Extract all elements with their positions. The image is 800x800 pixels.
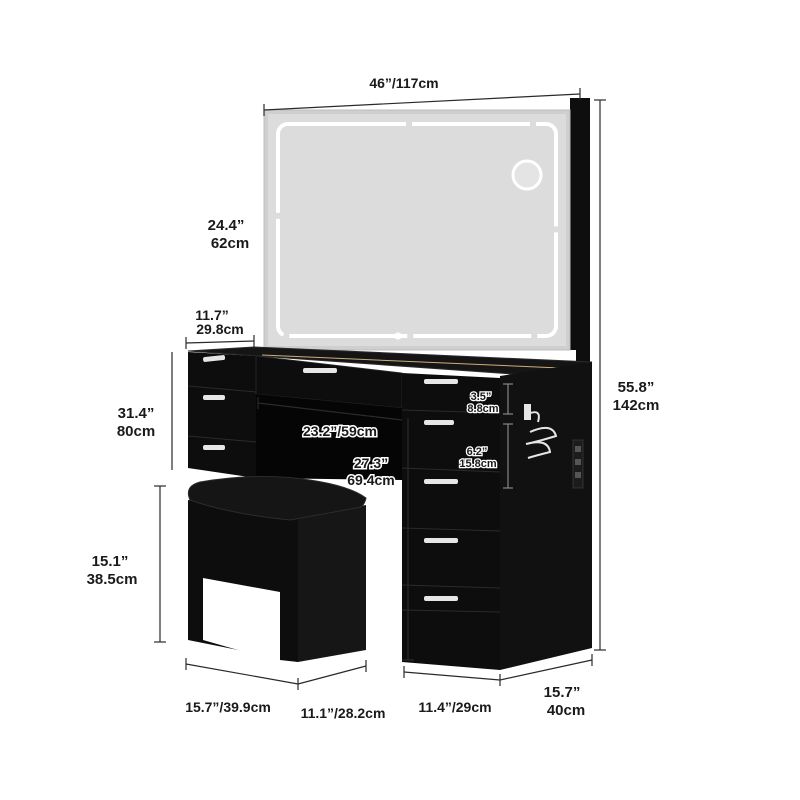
hair-dryer-holder bbox=[524, 404, 558, 459]
label-total-height-in: 55.8” bbox=[618, 379, 655, 396]
left-pedestal bbox=[188, 352, 256, 478]
label-total-height-cm: 142cm bbox=[613, 397, 660, 414]
label-desk-height-in: 31.4” bbox=[118, 405, 155, 422]
drawer-handle bbox=[203, 395, 225, 400]
drawer-handle bbox=[303, 368, 337, 373]
label-large-drawer-cm: 15.8cm bbox=[459, 458, 497, 470]
drawer-handle bbox=[424, 538, 458, 543]
right-cabinet bbox=[402, 373, 500, 670]
drawer-handles bbox=[203, 355, 458, 601]
power-outlet-strip bbox=[572, 439, 584, 489]
magnifier-mirror bbox=[511, 159, 543, 191]
holder-hook bbox=[527, 411, 540, 423]
dimension-labels: 46”/117cm 24.4” 62cm 11.7” 29.8cm 31.4” … bbox=[87, 75, 660, 721]
dim-line-stool-depth bbox=[297, 665, 367, 685]
label-kneehole-width: 23.2”/59cm bbox=[303, 423, 377, 439]
dim-line-cabinet-width bbox=[403, 671, 501, 681]
stool-right-panel bbox=[298, 505, 366, 662]
mirror bbox=[263, 98, 590, 370]
mirror-led-strip bbox=[276, 122, 558, 338]
label-kneehole-height-cm: 69.4cm bbox=[347, 472, 394, 488]
outlet-socket bbox=[575, 472, 581, 478]
label-large-drawer-in: 6.2” bbox=[467, 446, 488, 458]
desktop-light-reflection bbox=[261, 354, 561, 369]
drawer-handle bbox=[424, 379, 458, 384]
drawer-handle bbox=[424, 479, 458, 484]
stool-leg-gap bbox=[203, 578, 280, 662]
right-drawer-divider bbox=[401, 467, 501, 473]
outlet-socket bbox=[575, 446, 581, 452]
left-drawer-divider bbox=[187, 385, 257, 393]
dimension-lines bbox=[154, 88, 606, 690]
stool-cushion bbox=[187, 475, 367, 521]
right-drawer-divider bbox=[401, 409, 501, 414]
vanity-desk bbox=[187, 346, 593, 670]
label-mirror-height-in: 24.4” bbox=[208, 217, 245, 234]
label-stool-height-in: 15.1” bbox=[92, 553, 129, 570]
dim-line-stool-width bbox=[185, 663, 299, 685]
label-desk-height-cm: 80cm bbox=[117, 423, 155, 440]
right-drawer-divider bbox=[401, 527, 501, 532]
left-drawer-divider bbox=[187, 435, 257, 443]
stool-leg-left bbox=[188, 560, 203, 640]
desk-side-panel bbox=[500, 362, 592, 670]
stool-leg-right bbox=[280, 580, 298, 662]
dim-line-desk-depth bbox=[499, 659, 593, 681]
label-top-depth-cm: 29.8cm bbox=[196, 321, 243, 337]
right-drawer-divider bbox=[401, 609, 501, 613]
right-drawer-divider bbox=[401, 584, 501, 589]
touch-switch-icon bbox=[394, 332, 402, 340]
label-stool-width: 15.7”/39.9cm bbox=[185, 699, 271, 715]
label-top-depth-in: 11.7” bbox=[195, 307, 228, 323]
outlet-socket bbox=[575, 459, 581, 465]
dim-line-mirror-width bbox=[263, 93, 581, 111]
drawer-handle bbox=[424, 596, 458, 601]
holder-plate bbox=[524, 404, 531, 420]
drawer-handle bbox=[203, 445, 225, 450]
label-kneehole-height-in: 27.3” bbox=[354, 455, 388, 471]
label-mirror-height-cm: 62cm bbox=[211, 235, 249, 252]
label-stool-depth: 11.1”/28.2cm bbox=[301, 705, 386, 721]
stool bbox=[187, 475, 367, 662]
label-desk-depth-in: 15.7” bbox=[544, 684, 581, 701]
label-small-drawer-cm: 8.8cm bbox=[467, 403, 498, 415]
label-mirror-width: 46”/117cm bbox=[369, 75, 438, 91]
label-cabinet-width: 11.4”/29cm bbox=[418, 699, 491, 715]
label-small-drawer-in: 3.5” bbox=[471, 391, 492, 403]
dim-line-top-depth bbox=[185, 340, 255, 344]
dim-line-kneehole-width bbox=[257, 402, 403, 421]
drawer-handle bbox=[203, 355, 226, 362]
drawer-handle bbox=[424, 420, 454, 425]
holder-coil bbox=[525, 426, 558, 459]
mirror-glass bbox=[268, 114, 566, 346]
label-desk-depth-cm: 40cm bbox=[547, 702, 585, 719]
label-stool-height-cm: 38.5cm bbox=[87, 571, 138, 588]
